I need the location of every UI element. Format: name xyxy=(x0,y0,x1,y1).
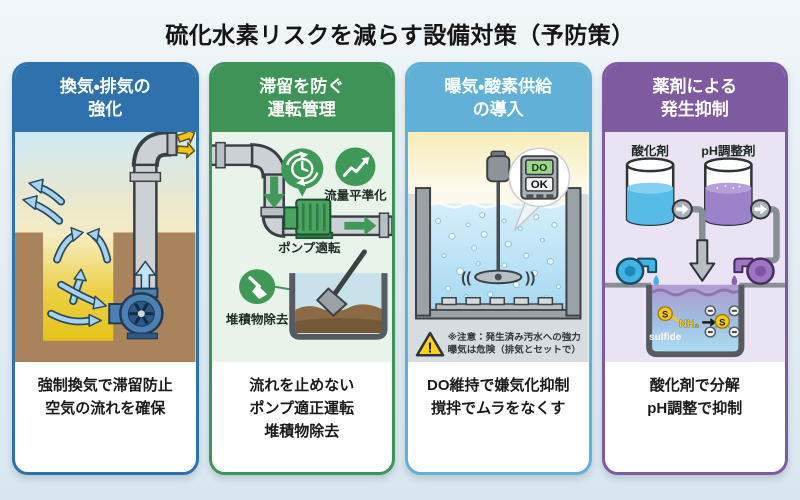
ph-adjuster-label: pH調整剤 xyxy=(701,143,755,158)
header-line: 強化 xyxy=(88,99,123,119)
ph-adjuster-tank xyxy=(703,156,753,226)
dosing-pipe-right xyxy=(764,205,780,264)
sediment-removal-label: 堆積物除去 xyxy=(225,311,288,326)
caption-line: 流れを止めない xyxy=(249,376,355,394)
flow-leveling-label: 流量平準化 xyxy=(324,187,387,202)
panel-ventilation-caption: 強制換気で滞留防止 空気の流れを確保 xyxy=(15,362,196,472)
panel-chemical-caption: 酸化剤で分解 pH調整で抑制 xyxy=(605,362,786,472)
caption-line: 強制換気で滞留防止 xyxy=(37,376,173,394)
oxidizer-tank xyxy=(625,156,674,226)
caption-line: DO維持で嫌気化抑制 xyxy=(426,376,570,394)
aeration-tank-walls xyxy=(415,186,582,320)
sulfide-label: sulfide xyxy=(649,331,682,342)
header-line: 運転管理 xyxy=(267,99,336,119)
header-line: 換気・排気の xyxy=(59,77,151,96)
oxidizer-label: 酸化剤 xyxy=(631,143,669,158)
caption-line: ポンプ適正運転 xyxy=(249,399,355,417)
warning-exclamation: ! xyxy=(428,340,433,356)
header-line: 曝気・酸素供給 xyxy=(444,77,553,96)
aeration-illustration: (( )) DO OK xyxy=(408,131,589,362)
warning-text: 曝気は危険（排気とセットで） xyxy=(448,343,581,354)
pump-icon xyxy=(282,198,333,239)
chart-icon xyxy=(334,146,375,186)
caption-line: 空気の流れを確保 xyxy=(45,399,166,417)
caption-line: 酸化剤で分解 xyxy=(649,376,740,394)
do-label: DO xyxy=(531,163,547,174)
panel-aeration: 曝気・酸素供給 の導入 xyxy=(405,62,592,475)
sulfide-molecule: S NH₂ sulfide xyxy=(649,305,716,342)
caption-line: 堆積物除去 xyxy=(264,423,340,441)
air-arrows-icon xyxy=(22,178,112,327)
chemical-illustration: 酸化剤 pH調整剤 xyxy=(604,131,785,362)
flow-down-arrow-icon xyxy=(262,175,285,208)
panel-ventilation: 換気・排気の 強化 xyxy=(12,62,199,475)
blower-icon xyxy=(108,287,164,339)
header-line: 発生抑制 xyxy=(660,99,729,119)
panel-operation-caption: 流れを止めない ポンプ適正運転 堆積物除去 xyxy=(212,362,393,472)
panel-ventilation-header: 換気・排気の 強化 xyxy=(15,65,196,132)
panel-chemical-header: 薬剤による 発生抑制 xyxy=(604,65,785,132)
ventilation-illustration xyxy=(15,131,196,362)
pump-operation-label: ポンプ適転 xyxy=(278,240,341,255)
ph-pump-icon xyxy=(732,256,775,285)
nh2-label: NH₂ xyxy=(679,319,699,330)
timer-icon xyxy=(280,147,323,197)
panel-operation-header: 滞留を防ぐ 運転管理 xyxy=(211,65,392,132)
purple-drop-icon xyxy=(731,274,737,286)
motion-mark: )) xyxy=(525,271,535,287)
dosing-pipe-left xyxy=(688,205,706,242)
panel-row: 換気・排気の 強化 xyxy=(0,62,800,475)
oxidized-molecule: S xyxy=(704,304,740,338)
flow-right-arrow-icon xyxy=(343,215,376,235)
ground-line xyxy=(604,282,651,288)
header-line: 滞留を防ぐ xyxy=(259,77,345,96)
shovel-badge-icon xyxy=(238,268,275,304)
caption-line: pH調整で抑制 xyxy=(647,399,743,417)
feed-pump-left-icon xyxy=(671,198,693,219)
blue-drop-icon xyxy=(652,274,659,286)
panel-aeration-header: 曝気・酸素供給 の導入 xyxy=(408,65,589,132)
page-title: 硫化水素リスクを減らす設備対策（予防策） xyxy=(165,22,635,48)
motion-mark: (( xyxy=(461,271,471,287)
s-label: S xyxy=(719,317,725,327)
exhaust-arrows-icon xyxy=(176,131,196,159)
operation-illustration: 流量平準化 ポンプ適転 堆積物除去 xyxy=(211,131,392,362)
header-line: の導入 xyxy=(472,99,524,119)
ground-line xyxy=(738,282,785,288)
feed-pump-right-icon xyxy=(749,198,771,219)
s-label: S xyxy=(661,309,667,319)
panel-aeration-caption: DO維持で嫌気化抑制 撹拌でムラをなくす xyxy=(408,362,589,472)
diffuser-icon xyxy=(435,296,564,311)
do-meter-icon: DO OK xyxy=(508,147,571,231)
panel-chemical: 薬剤による 発生抑制 酸化剤 pH調整剤 xyxy=(601,62,788,475)
warning-note: ! ※注意：発生済み汚水への強力 曝気は危険（排気とセットで） xyxy=(415,330,581,356)
caption-line: 撹拌でムラをなくす xyxy=(431,399,566,417)
transfer-down-arrow-icon xyxy=(688,238,715,282)
mixer-icon: (( )) xyxy=(461,150,535,287)
header-line: 薬剤による xyxy=(652,77,738,96)
treatment-tank xyxy=(645,284,744,357)
ok-label: OK xyxy=(531,179,549,191)
shovel-icon xyxy=(315,248,367,317)
warning-icon xyxy=(415,331,445,356)
warning-text: ※注意：発生済み汚水への強力 xyxy=(448,330,581,341)
oxidizer-pump-icon xyxy=(615,256,657,285)
panel-operation: 滞留を防ぐ 運転管理 xyxy=(208,62,395,475)
